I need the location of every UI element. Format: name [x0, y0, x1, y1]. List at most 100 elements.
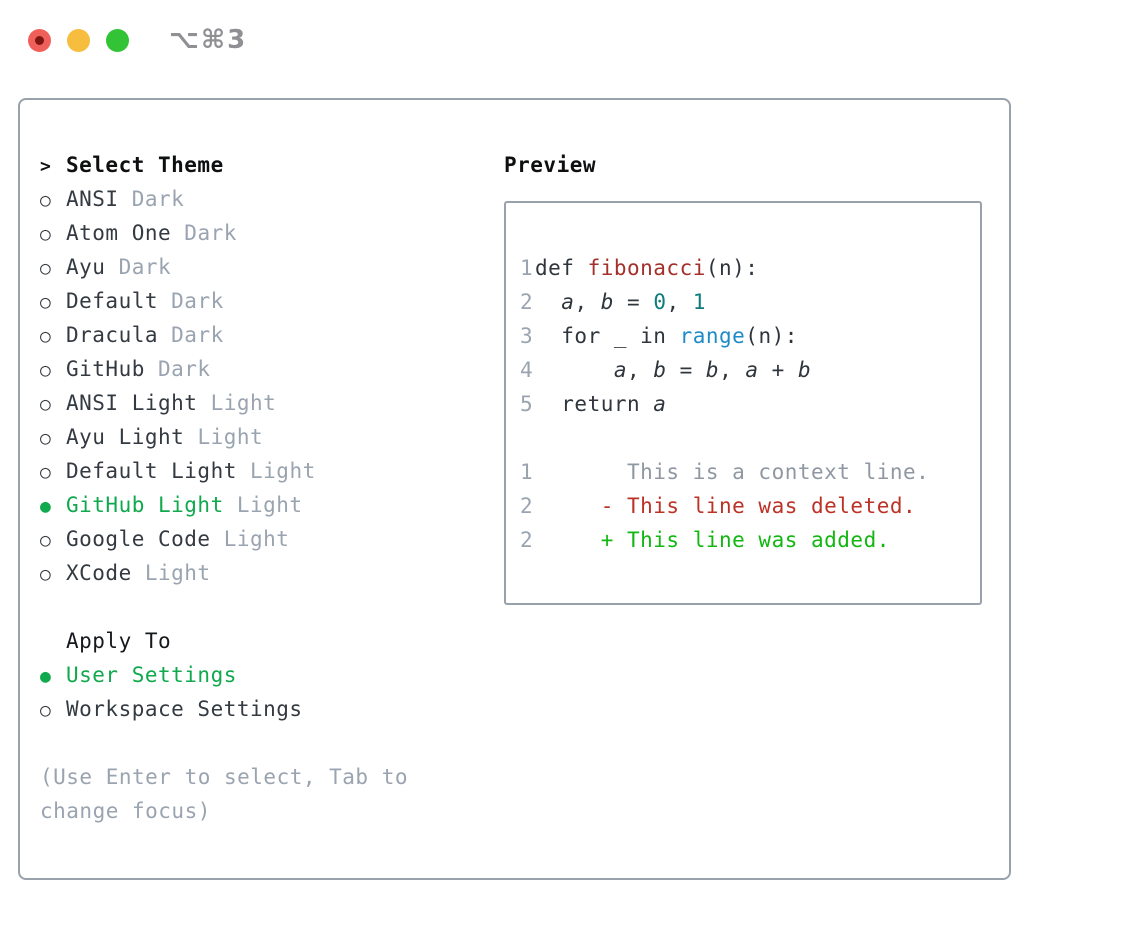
theme-item-label: Atom One — [66, 221, 172, 245]
code-segment-plain: return — [535, 392, 654, 416]
code-segment-added: + This line was added. — [535, 528, 890, 552]
apply-option-label: User Settings — [66, 663, 237, 687]
theme-list: ○ANSI Dark○Atom One Dark○Ayu Dark○Defaul… — [40, 182, 504, 590]
theme-picker-panel: >Select Theme ○ ANSI Dark ○ Atom One Dark ○ A… — [18, 98, 1011, 880]
line-number: 1 — [520, 460, 534, 484]
code-segment-plain: = — [666, 358, 706, 382]
code-segment-plain: (n): — [745, 324, 798, 348]
theme-item-ansi[interactable]: ○ ANSI Dark — [40, 182, 504, 216]
code-segment-plain — [535, 290, 561, 314]
code-segment-var: b — [600, 290, 614, 314]
radio-unselected-icon: ○ — [40, 428, 52, 449]
line-number: 2 — [520, 494, 534, 518]
spacer — [40, 590, 504, 624]
theme-item-label: ANSI — [66, 187, 119, 211]
radio-unselected-icon: ○ — [40, 530, 52, 551]
theme-item-label: Ayu — [66, 255, 106, 279]
close-button[interactable] — [28, 28, 51, 52]
code-line: 2 - This line was deleted. — [520, 489, 970, 523]
code-segment-deleted: - This line was deleted. — [535, 494, 917, 518]
theme-item-label: XCode — [66, 561, 132, 585]
apply-option-label: Workspace Settings — [66, 697, 303, 721]
theme-item-ayu[interactable]: ○Ayu Dark — [40, 250, 504, 284]
line-number: 1 — [520, 256, 534, 280]
code-segment-builtin: range — [679, 324, 746, 348]
preview-title: Preview — [504, 153, 597, 177]
theme-item-github[interactable]: ○GitHub Dark — [40, 352, 504, 386]
theme-item-label: Ayu Light — [66, 425, 185, 449]
code-segment-plain: , — [574, 290, 601, 314]
theme-item-label: Default — [66, 289, 159, 313]
theme-item-variant: Dark — [118, 187, 185, 211]
code-line: 2 + This line was added. — [520, 523, 970, 557]
code-segment-context: This is a context line. — [535, 460, 930, 484]
code-segment-plain: (n): — [705, 256, 759, 280]
theme-item-atom-one[interactable]: ○ Atom One Dark — [40, 216, 504, 250]
code-line: 1def fibonacci(n): — [520, 251, 970, 285]
theme-item-xcode[interactable]: ○ XCode Light — [40, 556, 504, 590]
help-text-line: change focus) — [40, 799, 211, 823]
theme-item-github-light[interactable]: ● GitHub Light Light — [40, 488, 504, 522]
theme-item-label: GitHub Light — [66, 493, 224, 517]
line-number: 2 — [520, 290, 534, 314]
theme-item-variant: Light — [131, 561, 211, 585]
code-line — [520, 421, 970, 455]
code-segment-var: b — [705, 358, 720, 382]
theme-item-variant: Light — [210, 527, 290, 551]
code-segment-plain: for _ in — [535, 324, 680, 348]
theme-item-label: Google Code — [66, 527, 211, 551]
apply-to-title: Apply To — [66, 629, 172, 653]
code-segment-var: b — [653, 358, 667, 382]
theme-item-variant: Light — [184, 425, 264, 449]
code-segment-func: fibonacci — [587, 256, 706, 280]
theme-item-ayu-light[interactable]: ○ Ayu Light Light — [40, 420, 504, 454]
theme-item-google-code[interactable]: ○ Google Code Light — [40, 522, 504, 556]
zoom-button[interactable] — [106, 28, 129, 52]
apply-to-list: ● User Settings ○ Workspace Settings — [40, 658, 504, 726]
spacer — [40, 726, 504, 760]
minimize-button[interactable] — [67, 28, 90, 52]
radio-selected-icon: ● — [40, 666, 52, 687]
code-segment-number: 0 — [653, 290, 667, 314]
preview-column: Preview 1def fibonacci(n): 2 a, b = 0, 1 3… — [504, 148, 1009, 878]
code-segment-var: a — [613, 358, 628, 382]
theme-item-variant: Dark — [158, 323, 224, 347]
help-text-line: (Use Enter to select, Tab to — [40, 765, 409, 789]
code-segment-plain: , — [627, 358, 654, 382]
apply-option-user-settings[interactable]: ● User Settings — [40, 658, 504, 692]
theme-item-label: ANSI Light — [66, 391, 198, 415]
theme-item-variant: Light — [236, 459, 316, 483]
theme-item-variant: Light — [223, 493, 303, 517]
theme-item-dracula[interactable]: ○Dracula Dark — [40, 318, 504, 352]
radio-unselected-icon: ○ — [40, 190, 52, 211]
radio-unselected-icon: ○ — [40, 564, 52, 585]
theme-item-ansi-light[interactable]: ○ANSI Light Light — [40, 386, 504, 420]
code-segment-var: a — [561, 290, 575, 314]
code-segment-plain: + — [758, 358, 798, 382]
code-segment-var: a — [745, 358, 759, 382]
window-shortcut-label: ⌥⌘3 — [169, 25, 248, 55]
theme-header: >Select Theme — [40, 148, 504, 182]
theme-item-default[interactable]: ○Default Dark — [40, 284, 504, 318]
radio-unselected-icon: ○ — [40, 700, 52, 721]
apply-option-workspace-settings[interactable]: ○ Workspace Settings — [40, 692, 504, 726]
theme-item-default-light[interactable]: ○Default Light Light — [40, 454, 504, 488]
code-segment-var: b — [797, 358, 812, 382]
line-number: 3 — [520, 324, 534, 348]
radio-unselected-icon: ○ — [40, 224, 52, 245]
code-line: 4 a, b = b, a + b — [520, 353, 970, 387]
theme-item-variant: Dark — [144, 357, 211, 381]
code-line: 3 for _ in range(n): — [520, 319, 970, 353]
code-segment-plain: , — [666, 290, 693, 314]
help-text: (Use Enter to select, Tab to change focus… — [40, 760, 504, 828]
radio-selected-icon: ● — [40, 496, 52, 517]
radio-unselected-icon: ○ — [40, 360, 52, 381]
code-block: 1def fibonacci(n): 2 a, b = 0, 1 3 for _ i… — [520, 251, 970, 557]
code-line: 1 This is a context line. — [520, 455, 970, 489]
theme-item-variant: Dark — [158, 289, 224, 313]
theme-item-variant: Dark — [171, 221, 237, 245]
radio-unselected-icon: ○ — [40, 258, 52, 279]
code-segment-plain: , — [719, 358, 746, 382]
radio-unselected-icon: ○ — [40, 394, 52, 415]
